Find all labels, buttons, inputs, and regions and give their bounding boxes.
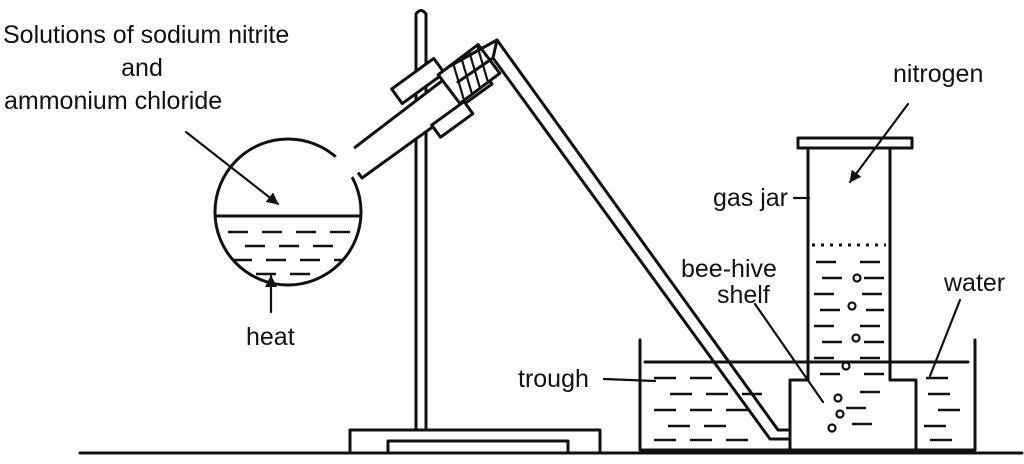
- delivery-tube: [448, 38, 824, 441]
- stand-base-top: [386, 439, 570, 455]
- round-bottom-flask: [213, 137, 368, 287]
- label-reactants-line2: and: [121, 54, 163, 82]
- gas-jar-rim: [796, 136, 914, 150]
- label-nitrogen: nitrogen: [893, 60, 983, 88]
- label-water: water: [943, 269, 1005, 297]
- nitrogen-arrow: [848, 102, 910, 184]
- flask-liquid: [215, 214, 361, 276]
- gas-jar-water: [814, 260, 884, 426]
- shelf-opening: [808, 375, 890, 385]
- stand-rod: [414, 9, 428, 432]
- reactants-arrow: [184, 130, 280, 206]
- shelf-pointer: [753, 302, 825, 404]
- label-trough: trough: [518, 365, 589, 393]
- clamp-upper-jaw: [390, 56, 446, 106]
- clamp: [390, 56, 475, 139]
- label-bee-hive: bee-hive: [681, 255, 777, 283]
- label-shelf: shelf: [717, 281, 770, 309]
- flask-neck-join: [330, 144, 368, 182]
- label-heat: heat: [246, 323, 295, 351]
- trough-pointer: [602, 377, 657, 383]
- clamp-lower-jaw: [430, 100, 475, 139]
- label-gas-jar: gas jar: [713, 184, 788, 212]
- retort-stand: [348, 9, 602, 455]
- label-reactants-line3: ammonium chloride: [4, 87, 222, 115]
- gas-jar: [796, 136, 914, 433]
- flask-bulb: [213, 137, 363, 287]
- bee-hive-shelf: [788, 378, 918, 452]
- label-reactants-line1: Solutions of sodium nitrite: [3, 21, 289, 49]
- water-pointer: [928, 298, 962, 378]
- gas-bubbles: [827, 273, 862, 433]
